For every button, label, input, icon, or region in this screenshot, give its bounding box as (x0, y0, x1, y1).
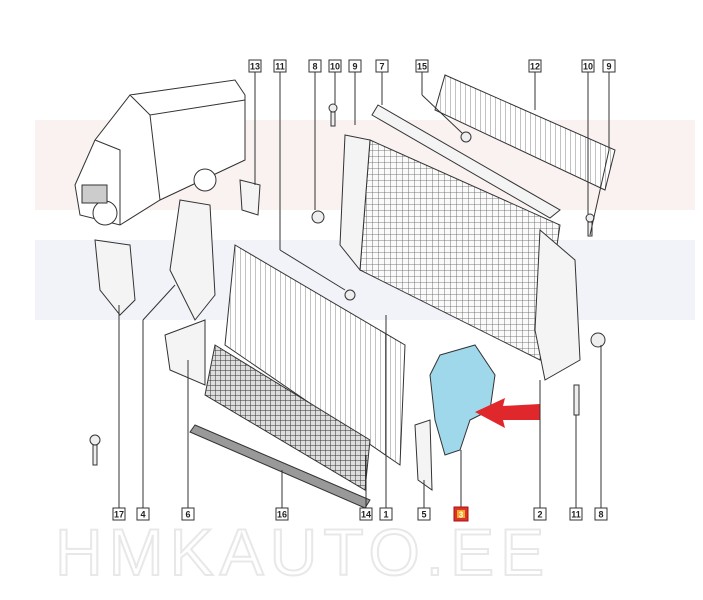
svg-text:3: 3 (459, 511, 464, 520)
part-label-7[interactable]: 7 (375, 59, 389, 73)
part-label-8b[interactable]: 8 (594, 507, 608, 521)
svg-text:4: 4 (140, 510, 145, 520)
radiator (339, 104, 581, 381)
svg-text:17: 17 (114, 510, 124, 520)
part-label-5[interactable]: 5 (417, 507, 431, 521)
part-label-2[interactable]: 2 (533, 507, 547, 521)
condenser (224, 244, 406, 466)
svg-text:10: 10 (583, 62, 593, 72)
part-label-10[interactable]: 10 (328, 59, 342, 73)
svg-text:11: 11 (571, 510, 581, 520)
pointer-arrow-icon (475, 398, 540, 428)
svg-text:8: 8 (312, 62, 317, 72)
svg-text:5: 5 (421, 510, 426, 520)
grille (189, 344, 371, 509)
part-label-11b[interactable]: 11 (569, 507, 583, 521)
svg-text:2: 2 (537, 510, 542, 520)
highlighted-part-3[interactable] (429, 344, 496, 456)
part-label-15[interactable]: 15 (415, 59, 429, 73)
fasteners (89, 103, 606, 466)
part-label-11[interactable]: 11 (273, 59, 287, 73)
part-label-9b[interactable]: 9 (602, 59, 616, 73)
part-label-6[interactable]: 6 (181, 507, 195, 521)
part-label-1[interactable]: 1 (379, 507, 393, 521)
side-brackets (94, 179, 433, 491)
part-label-17[interactable]: 17 (112, 507, 126, 521)
bottom-labels: 17 4 6 16 14 1 5 3 2 11 8 (112, 506, 608, 522)
svg-text:10: 10 (330, 62, 340, 72)
svg-text:9: 9 (606, 62, 611, 72)
van-illustration (74, 79, 246, 226)
svg-text:8: 8 (598, 510, 603, 520)
part-label-14[interactable]: 14 (359, 507, 373, 521)
svg-text:6: 6 (185, 510, 190, 520)
watermark-text: HMKAUTO.EE (55, 515, 550, 589)
svg-text:9: 9 (352, 62, 357, 72)
svg-text:16: 16 (277, 510, 287, 520)
top-labels: 13 11 8 10 9 7 15 12 10 9 (248, 59, 616, 73)
part-label-13[interactable]: 13 (248, 59, 262, 73)
intercooler (434, 74, 616, 191)
part-label-8[interactable]: 8 (308, 59, 322, 73)
svg-text:11: 11 (275, 62, 285, 72)
svg-text:12: 12 (530, 62, 540, 72)
part-label-4[interactable]: 4 (136, 507, 150, 521)
part-label-10b[interactable]: 10 (581, 59, 595, 73)
svg-text:15: 15 (417, 62, 427, 72)
leader-lines (118, 72, 610, 508)
svg-text:14: 14 (361, 510, 371, 520)
svg-text:7: 7 (379, 62, 384, 72)
svg-text:13: 13 (250, 62, 260, 72)
part-label-16[interactable]: 16 (275, 507, 289, 521)
part-label-3-selected[interactable]: 3 (453, 506, 469, 522)
part-label-9[interactable]: 9 (348, 59, 362, 73)
part-label-12[interactable]: 12 (528, 59, 542, 73)
svg-text:1: 1 (383, 510, 388, 520)
